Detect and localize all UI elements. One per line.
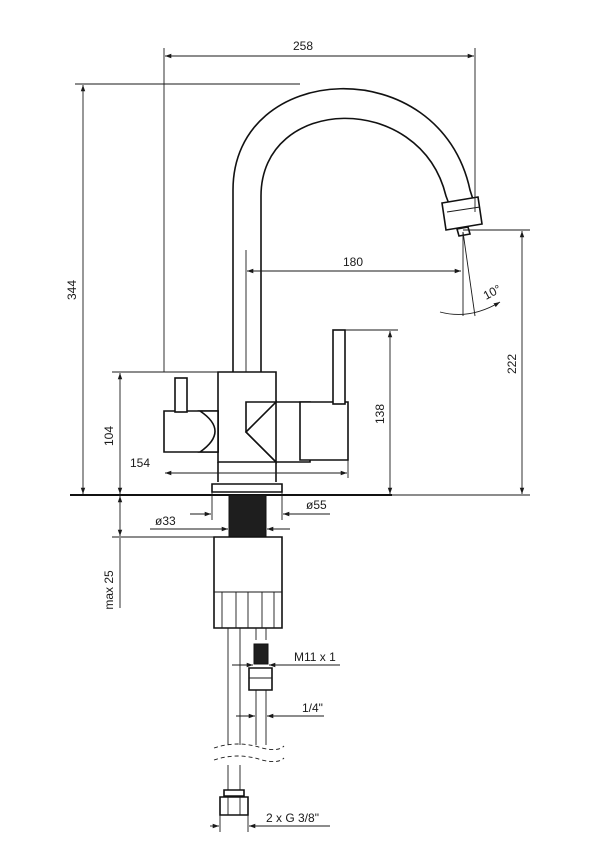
dim-lever-height: 138	[373, 404, 387, 424]
dimension-104: 104	[102, 371, 218, 494]
dimension-138: 138	[345, 329, 398, 494]
dim-shank-diameter: ø33	[155, 514, 176, 528]
faucet-outline	[163, 87, 483, 493]
dim-overall-width: 258	[293, 39, 313, 53]
mounting-assembly	[213, 494, 285, 816]
dim-overall-height: 344	[65, 280, 79, 300]
dim-body-height: 104	[102, 426, 116, 446]
dimension-max-25: max 25	[102, 496, 214, 610]
dim-connection: 2 x G 3/8"	[266, 811, 319, 825]
dimension-quarter-inch: 1/4"	[236, 701, 324, 719]
dimension-258: 258	[163, 39, 476, 372]
dim-max-thickness: max 25	[102, 570, 116, 610]
dim-hose-thread: M11 x 1	[294, 650, 336, 664]
dimension-m11: M11 x 1	[232, 650, 340, 668]
dim-spout-reach: 180	[343, 255, 363, 269]
dim-spout-angle: 10°	[481, 282, 504, 303]
dimension-222: 222	[392, 229, 530, 496]
dimension-10-deg: 10°	[439, 231, 504, 317]
dimension-g38: 2 x G 3/8"	[210, 811, 330, 832]
dim-fitting: 1/4"	[302, 701, 323, 715]
dimension-180: 180	[245, 250, 461, 372]
dimension-o33: ø33	[150, 514, 290, 532]
dimension-154: 154	[130, 456, 349, 478]
dim-base-diameter: ø55	[306, 498, 327, 512]
dimension-o55: ø55	[190, 492, 330, 520]
dim-body-width: 154	[130, 456, 150, 470]
dim-spout-height: 222	[505, 354, 519, 374]
dimension-344: 344	[65, 83, 300, 494]
